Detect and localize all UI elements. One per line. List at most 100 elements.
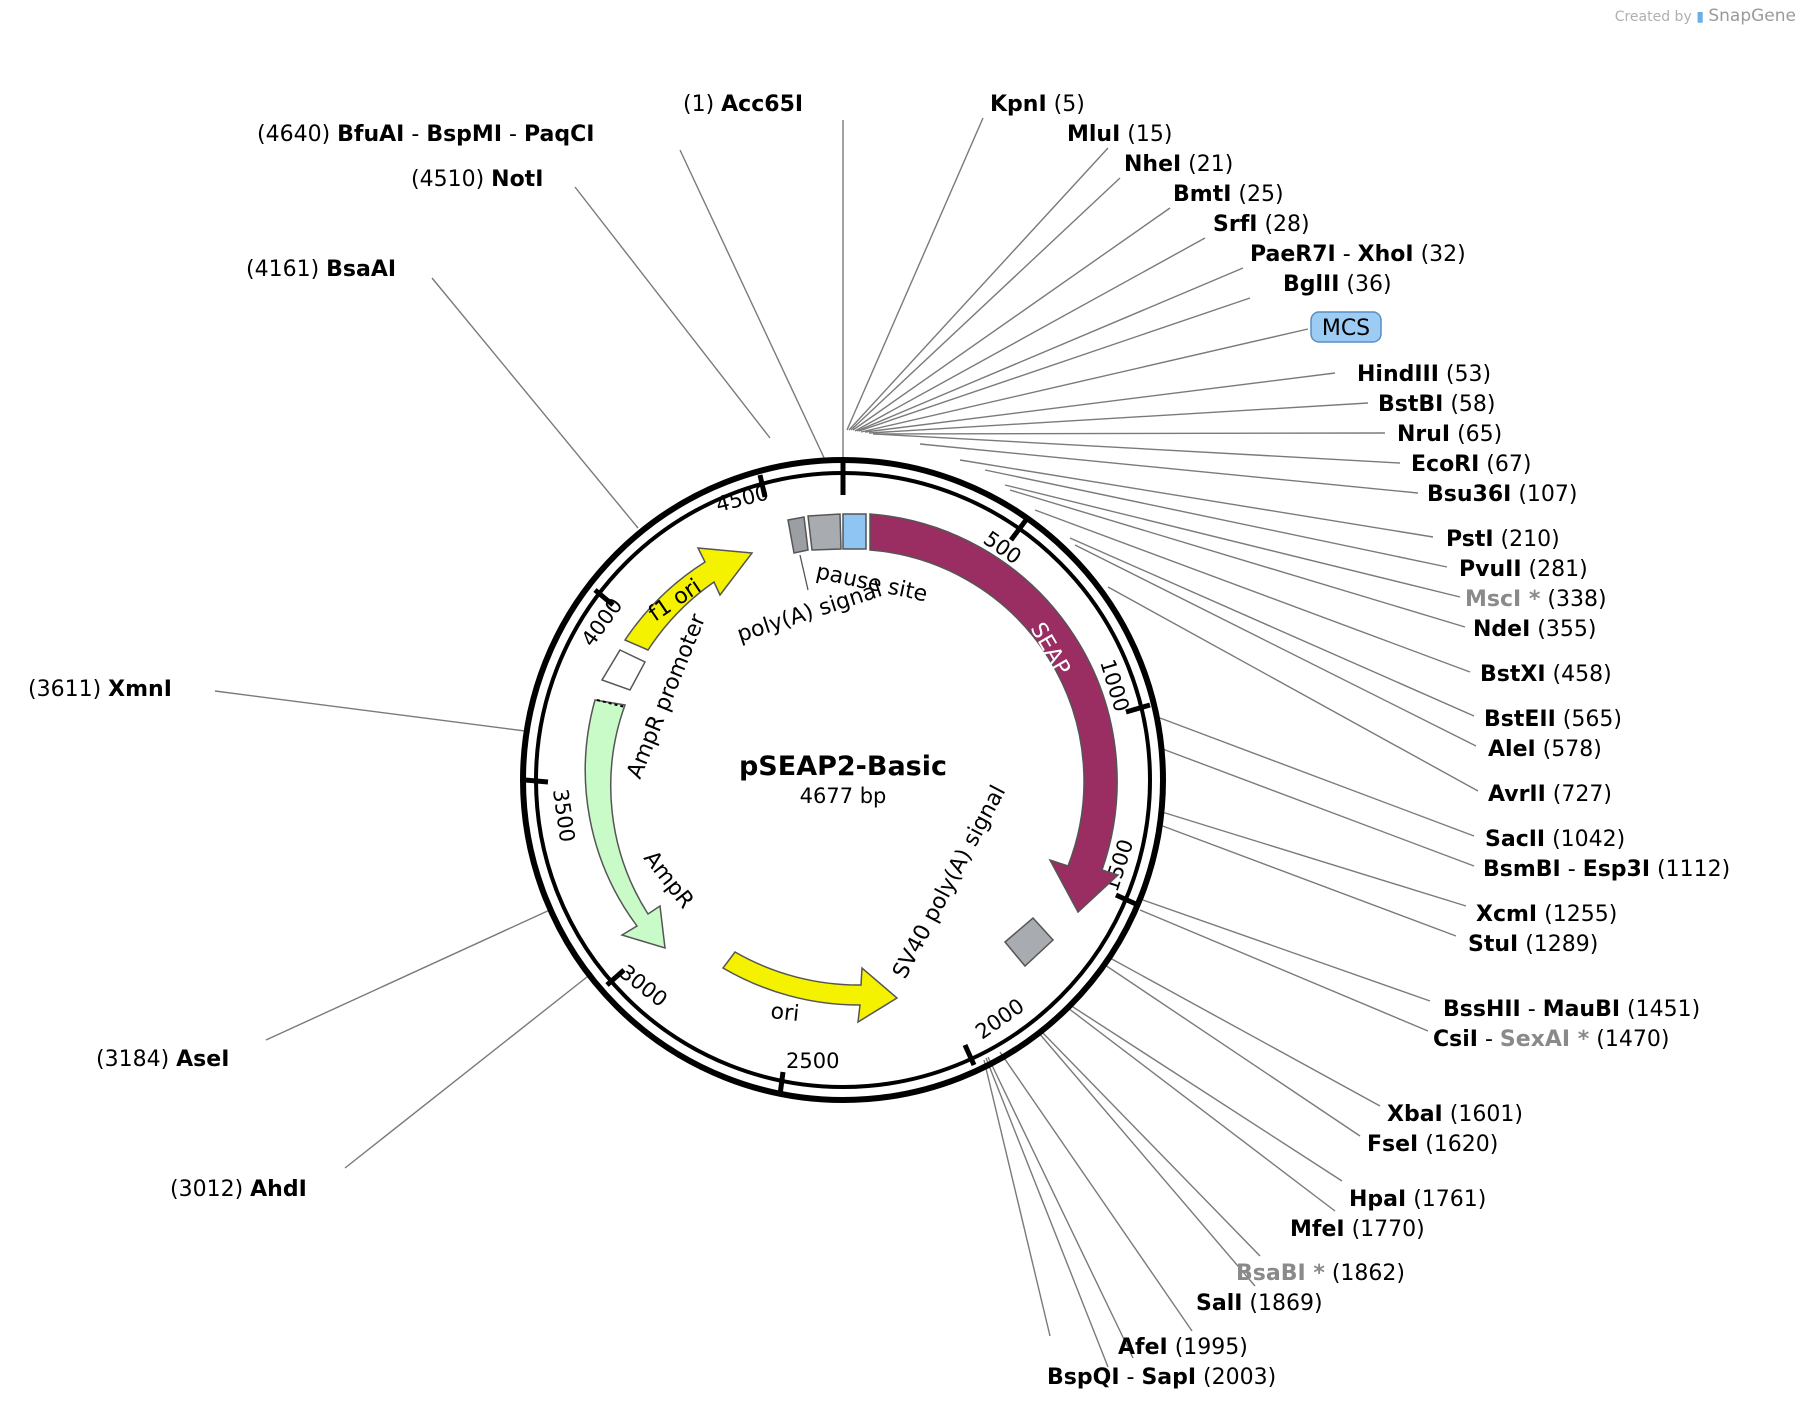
sv40-label: SV40 poly(A) signal xyxy=(888,781,1011,982)
leader-line xyxy=(1109,957,1381,1107)
tick-3500 xyxy=(524,777,549,785)
site-bglii: BglII (36) xyxy=(1283,272,1392,297)
site-xmni: (3611) XmnI xyxy=(28,677,172,702)
tick-4000 xyxy=(593,588,615,607)
site-bspqi: BspQI - SapI (2003) xyxy=(1047,1365,1276,1390)
leader-line xyxy=(1004,484,1461,598)
tick-3000 xyxy=(605,968,626,987)
leader-line xyxy=(1139,909,1429,1032)
site-bfuai: (4640) BfuAI - BspMI - PaqCI xyxy=(257,122,594,147)
leader-line xyxy=(1039,1029,1261,1257)
leader-line xyxy=(214,690,526,732)
tick-label-3500: 3500 xyxy=(548,787,579,843)
leader-line xyxy=(983,1059,1051,1337)
leader-line xyxy=(1159,747,1475,867)
leader-line xyxy=(856,267,1244,432)
site-bsaai: (4161) BsaAI xyxy=(246,257,396,282)
leader-line xyxy=(858,297,1251,432)
site-xbai: XbaI (1601) xyxy=(1387,1102,1523,1127)
pause-site-feature xyxy=(807,513,842,551)
tick-1000 xyxy=(1125,702,1151,715)
site-xcmi: XcmI (1255) xyxy=(1476,902,1617,927)
tick-label-2500: 2500 xyxy=(786,1049,839,1073)
site-fsei: FseI (1620) xyxy=(1367,1132,1498,1157)
site-ndei: NdeI (355) xyxy=(1473,617,1596,642)
site-bstxi: BstXI (458) xyxy=(1480,662,1612,687)
site-acc65i: (1) Acc65I xyxy=(683,92,803,117)
leader-line xyxy=(854,237,1206,432)
leader-line xyxy=(265,908,553,1041)
site-pvuii: PvuII (281) xyxy=(1459,557,1588,582)
leader-line xyxy=(344,972,593,1169)
leader-line xyxy=(679,149,827,463)
leader-line xyxy=(1107,586,1479,792)
ampr-promoter-feature xyxy=(600,649,647,691)
leader-lines xyxy=(214,117,1479,1368)
leader-line xyxy=(1069,537,1475,717)
site-bsmbi: BsmBI - Esp3I (1112) xyxy=(1483,857,1730,882)
tick-4500 xyxy=(757,474,768,498)
leader-line xyxy=(1142,899,1431,1002)
leader-line xyxy=(850,177,1121,431)
tick-2500 xyxy=(777,1071,786,1096)
leader-line xyxy=(1034,509,1471,673)
seap-feature xyxy=(869,513,1120,914)
site-bsshii: BssHII - MauBI (1451) xyxy=(1443,997,1700,1022)
leader-line xyxy=(1159,824,1457,937)
site-asei: (3184) AseI xyxy=(96,1047,229,1072)
site-bsabi: BsaBI * (1862) xyxy=(1236,1261,1405,1286)
leader-line xyxy=(852,207,1171,431)
leader-line xyxy=(1069,1004,1343,1182)
site-alei: AleI (578) xyxy=(1488,737,1602,762)
features xyxy=(584,513,1120,1024)
mcs-label: MCS xyxy=(1322,316,1370,341)
site-nrui: NruI (65) xyxy=(1397,422,1502,447)
site-ecori: EcoRI (67) xyxy=(1411,452,1531,477)
leader-line xyxy=(985,1057,1109,1368)
site-hindiii: HindIII (53) xyxy=(1357,362,1491,387)
credit-prefix: Created by xyxy=(1614,9,1692,25)
tick-label-2000: 2000 xyxy=(971,994,1029,1044)
leader-line xyxy=(987,1056,1134,1359)
site-ahdi: (3012) AhdI xyxy=(170,1177,307,1202)
snapgene-credit: Created by ▮ SnapGene xyxy=(1615,6,1796,26)
site-paer7i: PaeR7I - XhoI (32) xyxy=(1250,242,1466,267)
snapgene-logo-icon: ▮ xyxy=(1696,9,1704,25)
leader-line xyxy=(1009,489,1466,628)
site-mfei: MfeI (1770) xyxy=(1290,1217,1425,1242)
site-noti: (4510) NotI xyxy=(411,167,543,192)
site-csii: CsiI - SexAI * (1470) xyxy=(1433,1027,1669,1052)
leader-line xyxy=(959,459,1434,538)
site-msci: MscI * (338) xyxy=(1465,587,1607,612)
mcs-label-box xyxy=(1310,311,1382,343)
ampr-label: AmpR xyxy=(638,846,698,913)
leader-line xyxy=(431,277,639,529)
site-afei: AfeI (1995) xyxy=(1118,1335,1248,1360)
plasmid-size: 4677 bp xyxy=(800,784,887,808)
leader-line xyxy=(1037,1031,1256,1287)
ampr-promoter-boundary xyxy=(596,699,626,708)
leader-line xyxy=(1159,717,1475,837)
leader-line xyxy=(1074,544,1477,747)
polya-signal-feature xyxy=(787,516,809,554)
leader-line xyxy=(999,1051,1193,1332)
credit-brand: SnapGene xyxy=(1708,6,1796,26)
site-sacii: SacII (1042) xyxy=(1485,827,1625,852)
plasmid-name: pSEAP2-Basic xyxy=(739,751,947,782)
mcs-feature xyxy=(842,513,867,550)
feature-labels: MCS pause site poly(A) signal SEAP SV40 … xyxy=(622,311,1382,1027)
ori-feature xyxy=(721,951,899,1024)
tick-label-4000: 4000 xyxy=(577,594,628,651)
site-bsu36i: Bsu36I (107) xyxy=(1427,482,1577,507)
site-stui: StuI (1289) xyxy=(1468,932,1598,957)
leader-line xyxy=(846,117,984,431)
site-kpni: KpnI (5) xyxy=(990,92,1085,117)
leader-line xyxy=(860,328,1309,433)
site-nhei: NheI (21) xyxy=(1124,152,1233,177)
sv40-polya-feature xyxy=(1003,916,1055,968)
polya-signal-label: poly(A) signal xyxy=(734,577,885,647)
restriction-site-labels: (1) Acc65I (4640) BfuAI - BspMI - PaqCI … xyxy=(28,92,1730,1390)
leader-line xyxy=(1104,964,1361,1137)
site-bstbi: BstBI (58) xyxy=(1378,392,1496,417)
leader-line xyxy=(1161,811,1467,907)
